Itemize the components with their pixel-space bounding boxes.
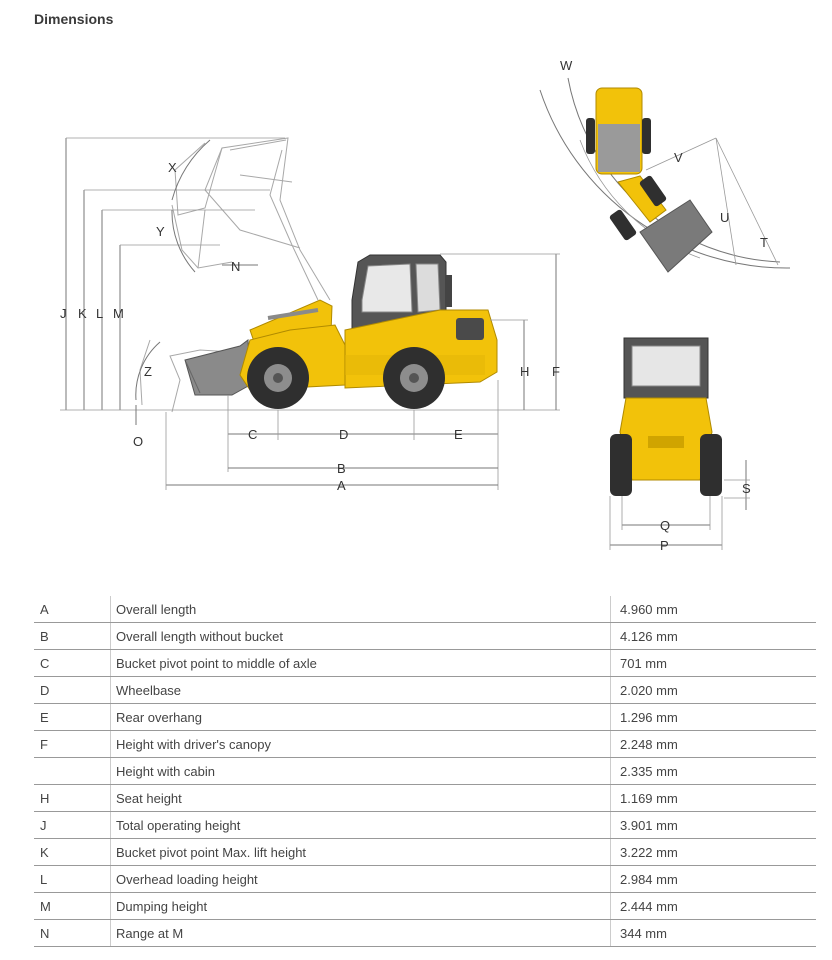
cell-code: D <box>34 676 111 704</box>
cell-code: B <box>34 622 111 650</box>
cell-desc: Overall length without bucket <box>110 622 611 650</box>
cell-desc: Seat height <box>110 784 611 812</box>
cell-code: H <box>34 784 111 812</box>
label-L: L <box>96 306 103 321</box>
cell-desc: Dumping height <box>110 892 611 920</box>
cell-value: 701 mm <box>610 649 816 677</box>
label-H: H <box>520 364 529 379</box>
label-T: T <box>760 235 768 250</box>
label-F: F <box>552 364 560 379</box>
label-U: U <box>720 210 729 225</box>
cell-desc: Overhead loading height <box>110 865 611 893</box>
cell-code: K <box>34 838 111 866</box>
label-Z: Z <box>144 364 152 379</box>
height-dimension-lines <box>60 137 560 425</box>
label-P: P <box>660 538 669 553</box>
cell-value: 4.960 mm <box>610 596 816 623</box>
loader-top-view <box>539 77 791 273</box>
loader-side-view <box>184 254 498 409</box>
cell-desc: Height with driver's canopy <box>110 730 611 758</box>
label-B: B <box>337 461 346 476</box>
cell-value: 1.296 mm <box>610 703 816 731</box>
label-W: W <box>560 58 573 73</box>
label-V: V <box>674 150 683 165</box>
label-E: E <box>454 427 463 442</box>
label-Y: Y <box>156 224 165 239</box>
label-C: C <box>248 427 257 442</box>
label-S: S <box>742 481 751 496</box>
cell-desc: Overall length <box>110 596 611 623</box>
label-O: O <box>133 434 143 449</box>
dimension-drawing: J K L M X Y N Z O H F C D E B A W V U T <box>60 58 791 553</box>
cell-desc: Bucket pivot point Max. lift height <box>110 838 611 866</box>
cell-value: 2.335 mm <box>610 757 816 785</box>
cell-value: 3.901 mm <box>610 811 816 839</box>
cell-code: L <box>34 865 111 893</box>
label-A: A <box>337 478 346 493</box>
cell-desc: Range at M <box>110 919 611 947</box>
cell-code: M <box>34 892 111 920</box>
cell-code: F <box>34 730 111 758</box>
label-J: J <box>60 306 67 321</box>
cell-code: E <box>34 703 111 731</box>
cell-value: 2.248 mm <box>610 730 816 758</box>
cell-value: 344 mm <box>610 919 816 947</box>
cell-code: C <box>34 649 111 677</box>
loader-front-view <box>609 337 750 550</box>
cell-desc: Bucket pivot point to middle of axle <box>110 649 611 677</box>
cell-value: 4.126 mm <box>610 622 816 650</box>
cell-desc: Rear overhang <box>110 703 611 731</box>
cell-value: 3.222 mm <box>610 838 816 866</box>
length-dimension-lines <box>165 380 499 490</box>
label-D: D <box>339 427 348 442</box>
cell-code: N <box>34 919 111 947</box>
cell-value: 1.169 mm <box>610 784 816 812</box>
cell-value: 2.444 mm <box>610 892 816 920</box>
cell-value: 2.984 mm <box>610 865 816 893</box>
cell-code <box>34 757 111 785</box>
label-N: N <box>231 259 240 274</box>
cell-desc: Wheelbase <box>110 676 611 704</box>
cell-value: 2.020 mm <box>610 676 816 704</box>
raised-boom-outline <box>171 137 331 301</box>
section-title: Dimensions <box>34 11 114 27</box>
label-K: K <box>78 306 87 321</box>
cell-desc: Height with cabin <box>110 757 611 785</box>
cell-code: J <box>34 811 111 839</box>
label-Q: Q <box>660 518 670 533</box>
label-M: M <box>113 306 124 321</box>
cell-desc: Total operating height <box>110 811 611 839</box>
cell-code: A <box>34 596 111 623</box>
label-X: X <box>168 160 177 175</box>
